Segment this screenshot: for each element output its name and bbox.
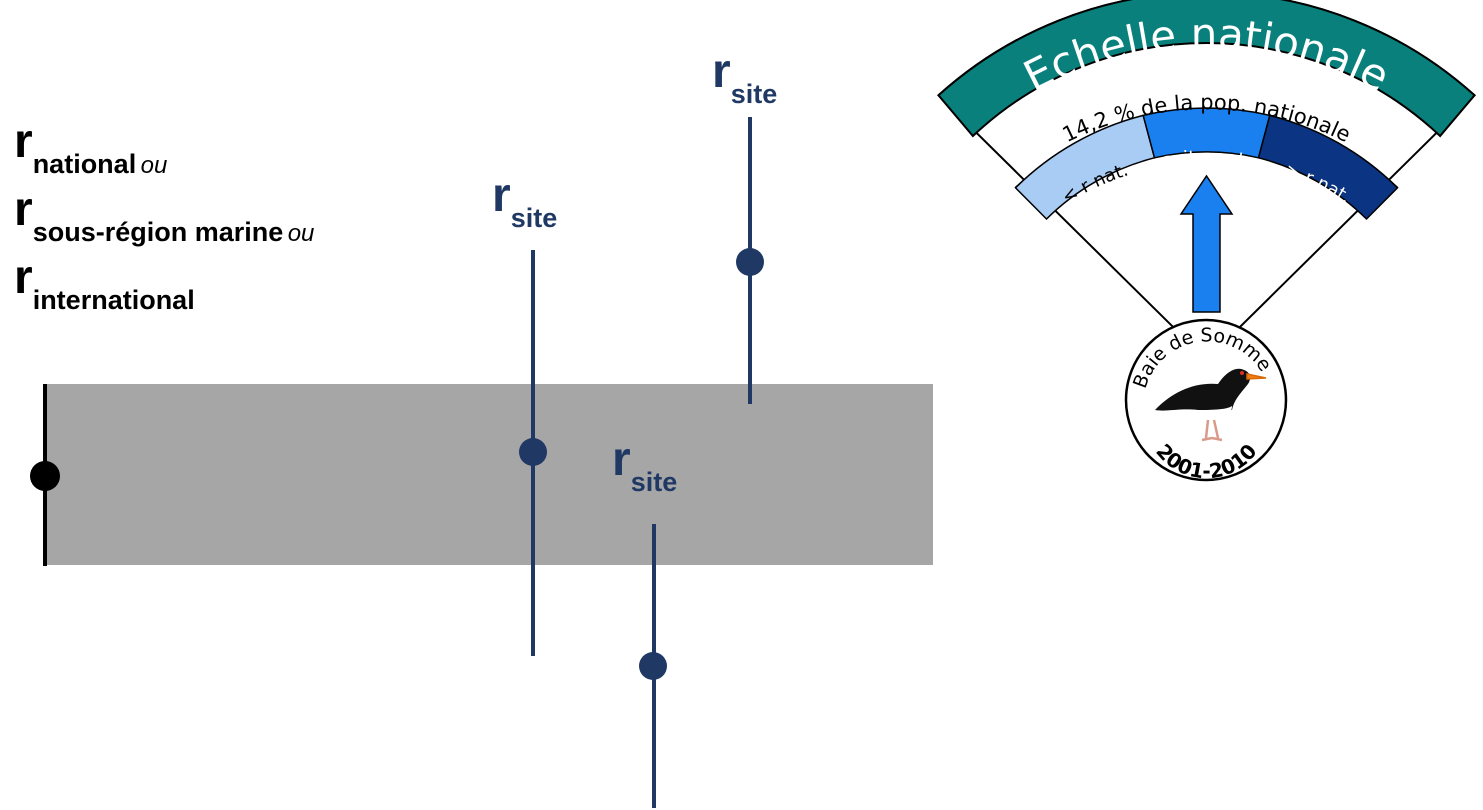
- gauge-title-band: [937, 0, 1476, 138]
- reference-confidence-band: [45, 384, 933, 565]
- site-label: rsite: [712, 44, 777, 109]
- oystercatcher-icon: [1155, 368, 1267, 442]
- legend-row-sous-region: rsous-région marine ou: [14, 180, 314, 248]
- legend-connector: ou: [140, 152, 168, 179]
- legend-connector: ou: [287, 220, 315, 247]
- site-point: [519, 438, 547, 466]
- legend-subscript: international: [32, 285, 195, 315]
- site-subscript: site: [630, 467, 678, 497]
- site-label: rsite: [612, 432, 677, 497]
- reference-rate-legend: rnational ou rsous-région marine ou rint…: [14, 112, 314, 316]
- reference-point: [30, 461, 60, 491]
- legend-r-symbol: r: [14, 251, 33, 304]
- site-r-symbol: r: [712, 45, 731, 98]
- trend-arrow-icon: [1179, 174, 1234, 313]
- legend-subscript: national: [32, 149, 137, 179]
- site-subscript: site: [730, 79, 778, 109]
- gauge-category-follows: suit r nat.: [1161, 147, 1253, 172]
- site-r-symbol: r: [612, 433, 631, 486]
- legend-row-international: rinternational: [14, 248, 314, 316]
- site-point: [639, 652, 667, 680]
- legend-subscript: sous-région marine: [32, 217, 284, 247]
- trend-gauge: Echelle nationale 14,2 % de la pop. nati…: [937, 0, 1476, 483]
- site-subscript: site: [510, 203, 558, 233]
- site-label: rsite: [492, 168, 557, 233]
- gauge-band-above-national: [1257, 114, 1399, 221]
- legend-row-national: rnational ou: [14, 112, 314, 180]
- site-point: [736, 248, 764, 276]
- legend-r-symbol: r: [14, 183, 33, 236]
- svg-text:suit r nat.: suit r nat.: [1161, 147, 1253, 172]
- site-r-symbol: r: [492, 169, 511, 222]
- legend-r-symbol: r: [14, 115, 33, 168]
